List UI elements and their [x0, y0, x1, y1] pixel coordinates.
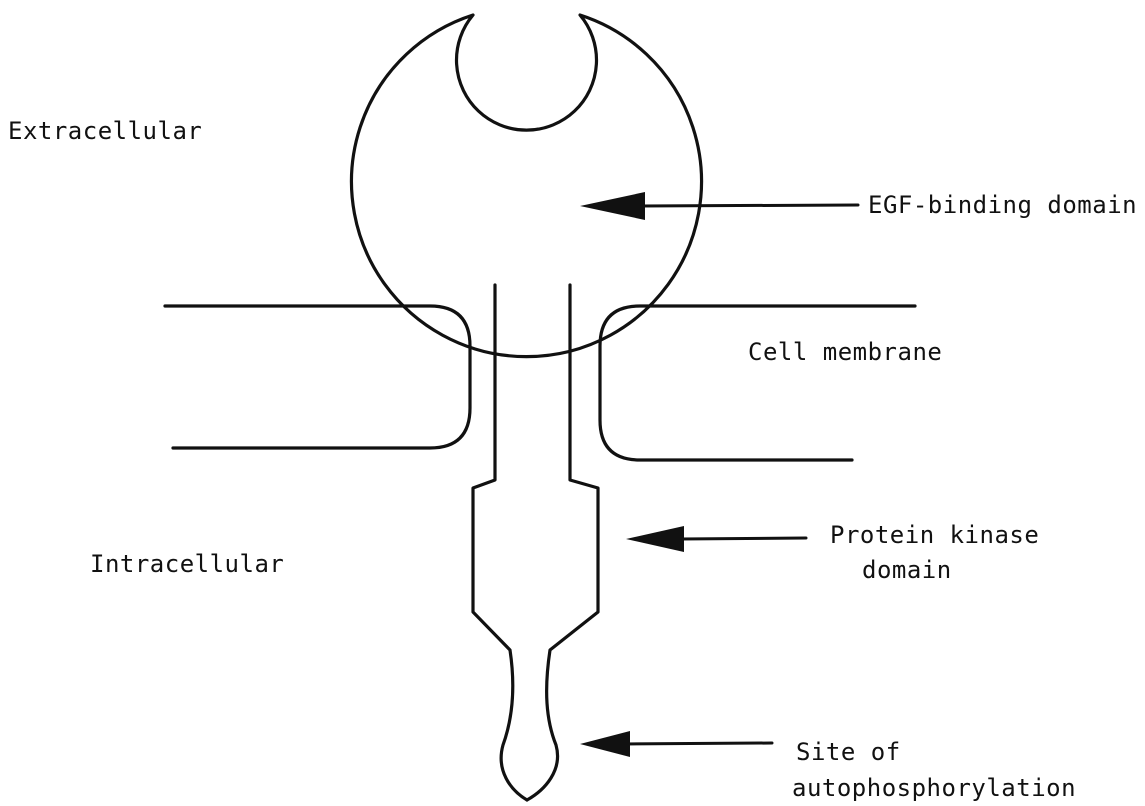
autophosphorylation-label-line2: autophosphorylation: [792, 774, 1076, 802]
autophosphorylation-label-line1: Site of: [796, 738, 901, 766]
receptor-stalk-left: [473, 285, 527, 800]
protein-kinase-label-line1: Protein kinase: [830, 521, 1039, 549]
extracellular-label: Extracellular: [8, 117, 202, 145]
egf-binding-arrow: [580, 192, 858, 220]
protein-kinase-arrow: [626, 526, 806, 552]
autophosphorylation-arrow: [580, 731, 772, 757]
intracellular-label: Intracellular: [90, 550, 284, 578]
receptor-stalk-right: [527, 285, 598, 800]
cell-membrane-label: Cell membrane: [748, 338, 942, 366]
membrane-left: [165, 306, 470, 448]
protein-kinase-label-line2: domain: [862, 556, 952, 584]
membrane-right: [600, 306, 915, 460]
egf-binding-domain-label: EGF-binding domain: [868, 191, 1137, 219]
